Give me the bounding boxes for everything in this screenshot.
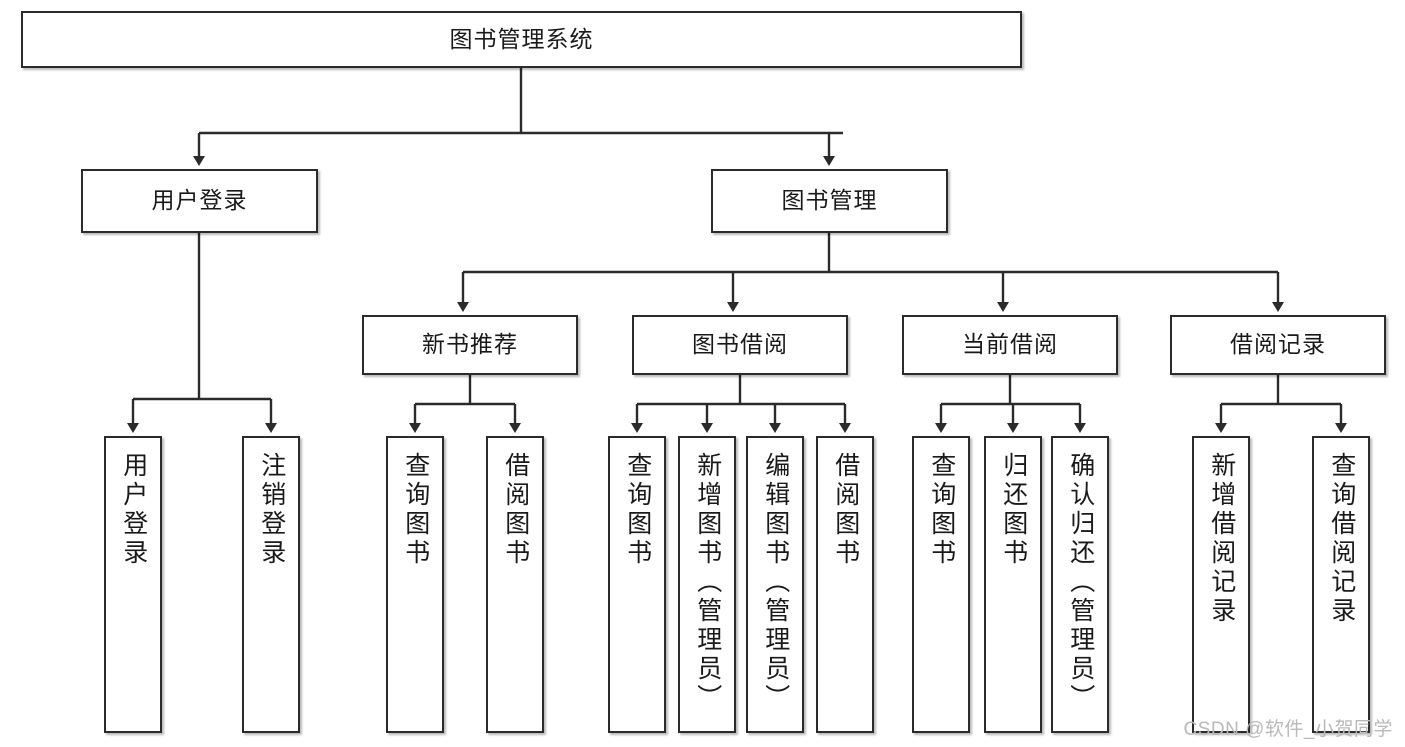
node-label: 归还图书: [999, 452, 1028, 568]
leaf-query-borrow-record[interactable]: 查询借阅记录: [1312, 436, 1370, 733]
node-current-borrowing[interactable]: 当前借阅: [902, 315, 1118, 375]
leaf-logout[interactable]: 注销登录: [242, 436, 300, 733]
node-label: 图书借阅: [692, 331, 788, 358]
node-user-login[interactable]: 用户登录: [81, 169, 318, 233]
leaf-borrow-book-recommend[interactable]: 借阅图书: [486, 436, 544, 733]
node-book-borrowing[interactable]: 图书借阅: [632, 315, 848, 375]
node-label: 确认归还（管理员）: [1066, 452, 1095, 713]
leaf-user-login[interactable]: 用户登录: [104, 436, 162, 733]
node-label: 查询图书: [927, 452, 956, 568]
leaf-add-book-admin[interactable]: 新增图书（管理员）: [678, 436, 736, 733]
node-label: 用户登录: [151, 187, 248, 214]
node-label: 当前借阅: [962, 331, 1058, 358]
leaf-borrow-book[interactable]: 借阅图书: [816, 436, 874, 733]
leaf-return-book[interactable]: 归还图书: [984, 436, 1042, 733]
node-label: 借阅记录: [1230, 331, 1326, 358]
node-label: 新书推荐: [422, 331, 518, 358]
leaf-query-book-borrowing[interactable]: 查询图书: [608, 436, 666, 733]
node-root[interactable]: 图书管理系统: [21, 11, 1022, 68]
leaf-add-borrow-record[interactable]: 新增借阅记录: [1192, 436, 1250, 733]
node-label: 借阅图书: [501, 452, 530, 568]
node-label: 新增图书（管理员）: [693, 452, 722, 713]
leaf-query-book-recommend[interactable]: 查询图书: [386, 436, 444, 733]
node-label: 编辑图书（管理员）: [761, 452, 790, 713]
leaf-query-book-current[interactable]: 查询图书: [912, 436, 970, 733]
node-borrow-records[interactable]: 借阅记录: [1170, 315, 1386, 375]
node-label: 借阅图书: [831, 452, 860, 568]
leaf-edit-book-admin[interactable]: 编辑图书（管理员）: [746, 436, 804, 733]
node-label: 图书管理系统: [449, 25, 594, 52]
node-label: 查询图书: [401, 452, 430, 568]
node-label: 查询图书: [623, 452, 652, 568]
node-label: 注销登录: [257, 452, 286, 568]
node-new-book-recommendation[interactable]: 新书推荐: [362, 315, 578, 375]
node-label: 新增借阅记录: [1207, 452, 1236, 626]
node-label: 用户登录: [119, 452, 148, 568]
node-label: 图书管理: [781, 187, 878, 214]
node-book-management[interactable]: 图书管理: [711, 169, 948, 233]
node-label: 查询借阅记录: [1327, 452, 1356, 626]
csdn-watermark: CSDN @软件_小贺同学: [1183, 719, 1393, 740]
leaf-confirm-return-admin[interactable]: 确认归还（管理员）: [1051, 436, 1109, 733]
